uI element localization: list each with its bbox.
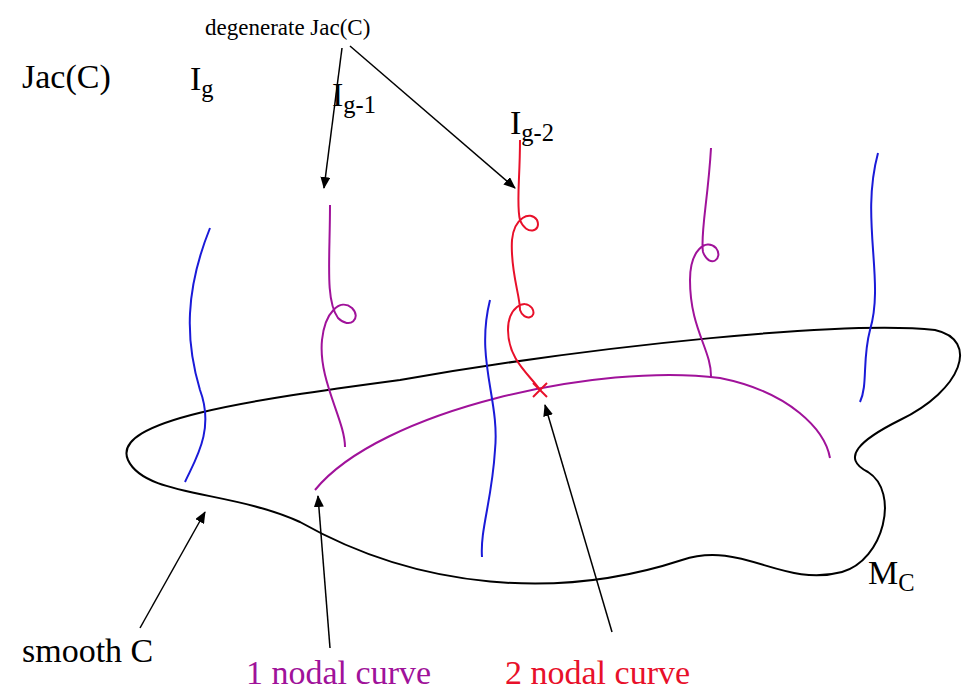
- region-label: smooth C: [22, 634, 153, 668]
- fiber-type: Ig: [190, 62, 214, 102]
- two-nodal-fiber: [508, 140, 540, 390]
- nodal-locus: [315, 375, 830, 490]
- fiber-type: Ig-1: [332, 78, 376, 118]
- space-label: MC: [868, 556, 915, 596]
- moduli-outline: [126, 328, 960, 584]
- locus-label: 1 nodal curve: [246, 656, 431, 690]
- nodal-fibers: [322, 148, 719, 447]
- fiber-label: Jac(C): [22, 60, 111, 94]
- fiber-type: Ig-2: [510, 106, 554, 146]
- locus-label: 2 nodal curve: [505, 656, 690, 690]
- leader-arrows: [140, 46, 612, 648]
- smooth-fibers: [185, 153, 878, 557]
- two-nodal-point: [533, 383, 547, 397]
- caption-label: degenerate Jac(C): [205, 16, 370, 39]
